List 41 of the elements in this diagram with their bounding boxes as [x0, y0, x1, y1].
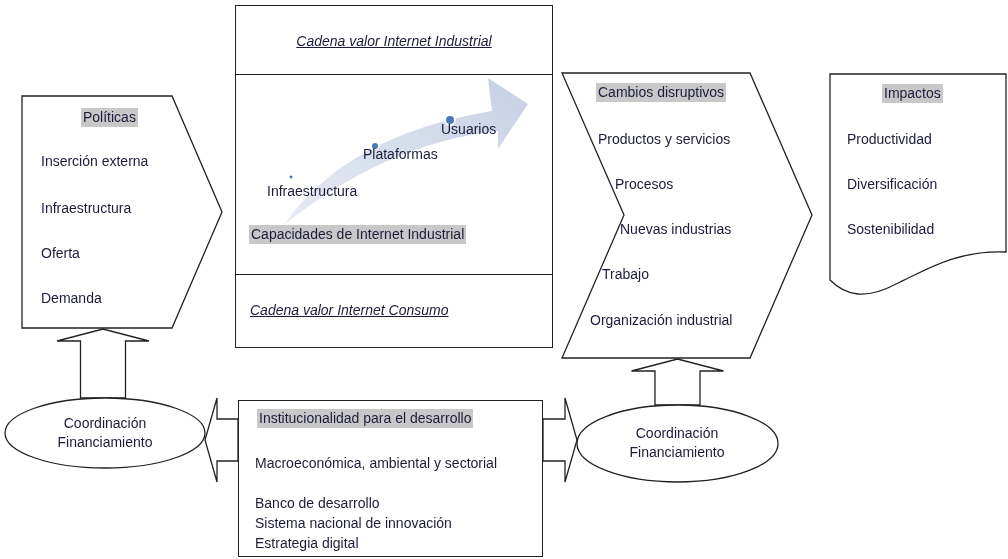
list-item: Infraestructura — [41, 199, 132, 218]
chevron-box — [562, 73, 814, 358]
document-shape — [830, 74, 1006, 296]
heading: Impactos — [882, 84, 943, 103]
section-box — [235, 274, 553, 348]
list-item: Productividad — [847, 130, 932, 149]
heading: Capacidades de Internet Industrial — [249, 225, 467, 244]
section-box — [235, 74, 553, 275]
list-item: Banco de desarrollo — [255, 494, 380, 513]
heading: Políticas — [81, 108, 138, 127]
ellipse-label: Coordinación Financiamiento — [56, 414, 154, 452]
list-item: Sistema nacional de innovación — [255, 514, 452, 533]
info-box — [238, 400, 543, 557]
arrow-label: Plataformas — [363, 145, 438, 164]
ellipse-node — [577, 405, 778, 482]
arrow-label: Usuarios — [441, 120, 497, 139]
heading: Cambios disruptivos — [596, 83, 727, 102]
block-arrow — [542, 397, 578, 483]
heading: Institucionalidad para el desarrollo — [257, 409, 474, 428]
list-item: Macroeconómica, ambiental y sectorial — [255, 454, 498, 473]
list-item: Sostenibilidad — [847, 220, 935, 239]
block-arrow — [630, 358, 725, 406]
list-item: Inserción externa — [41, 152, 149, 171]
list-item: Oferta — [41, 244, 80, 263]
ellipse-node — [5, 398, 205, 468]
arrow-label: Infraestructura — [267, 182, 358, 201]
list-item: Organización industrial — [590, 311, 733, 330]
block-arrow — [204, 397, 239, 483]
list-item: Demanda — [41, 289, 102, 308]
pentagon-arrow-box — [22, 96, 224, 328]
list-item: Procesos — [615, 175, 674, 194]
list-item: Estrategia digital — [255, 534, 359, 553]
section-box — [235, 5, 553, 75]
block-arrow — [56, 328, 150, 399]
list-item: Trabajo — [602, 265, 649, 284]
ellipse-label: Coordinación Financiamiento — [628, 424, 726, 462]
list-item: Diversificación — [847, 175, 938, 194]
section-title: Cadena valor Internet Consumo — [250, 301, 449, 320]
list-item: Productos y servicios — [598, 130, 731, 149]
list-item: Nuevas industrias — [620, 220, 732, 239]
section-title: Cadena valor Internet Industrial — [295, 32, 493, 51]
